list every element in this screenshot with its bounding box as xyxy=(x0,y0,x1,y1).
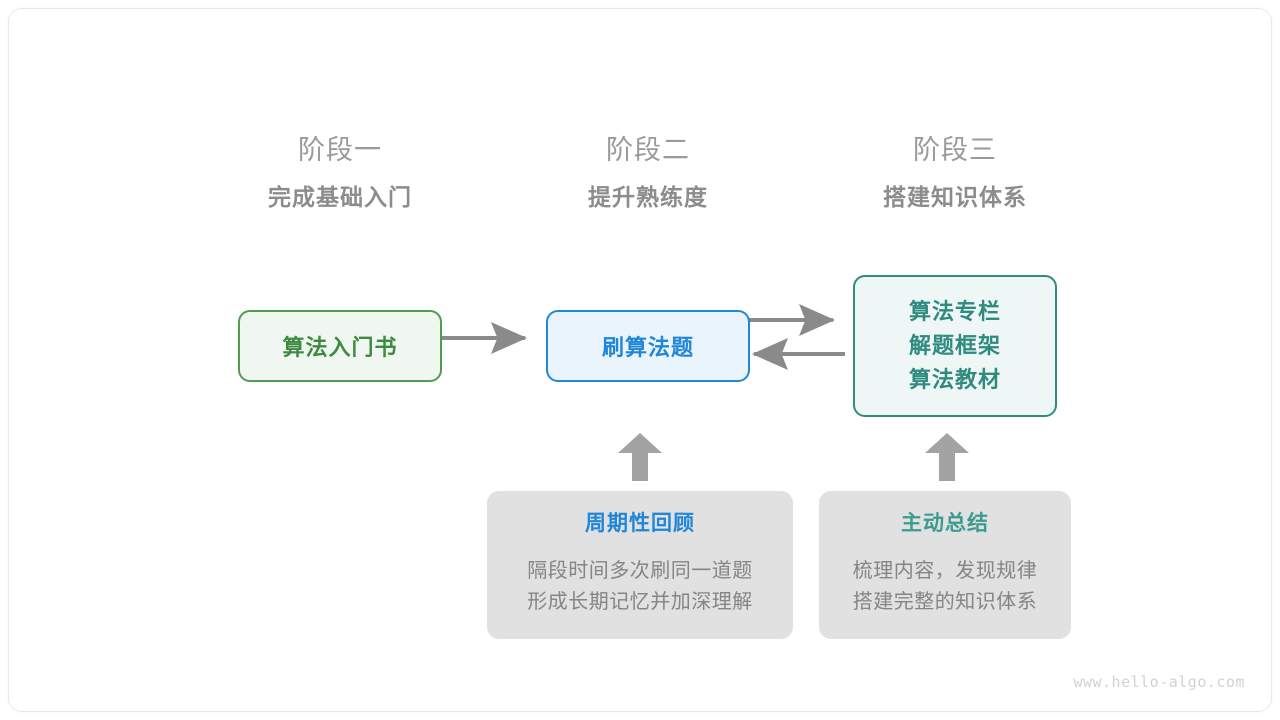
note-card-active-summary-body: 梳理内容，发现规律 搭建完整的知识体系 xyxy=(853,556,1038,618)
flow-box-intro-book[interactable]: 算法入门书 xyxy=(238,310,442,382)
watermark-url: www.hello-algo.com xyxy=(1073,673,1245,691)
flow-box-resources-line-1: 算法专栏 xyxy=(908,298,1001,324)
flow-box-practice-problems[interactable]: 刷算法题 xyxy=(546,310,750,382)
flow-box-resources-line-3: 算法教材 xyxy=(908,367,1001,393)
stage-title-1: 完成基础入门 xyxy=(268,184,412,210)
stage-header-2: 阶段二 提升熟练度 xyxy=(518,137,778,209)
flow-box-intro-book-label: 算法入门书 xyxy=(282,335,398,360)
note-card-active-summary-line-2: 搭建完整的知识体系 xyxy=(852,590,1038,613)
note-card-active-summary[interactable]: 主动总结 梳理内容，发现规律 搭建完整的知识体系 xyxy=(819,491,1071,639)
note-card-periodic-review-line-2: 形成长期记忆并加深理解 xyxy=(527,590,753,613)
note-card-periodic-review[interactable]: 周期性回顾 隔段时间多次刷同一道题 形成长期记忆并加深理解 xyxy=(487,491,793,639)
arrow-summary-to-resources xyxy=(925,433,969,481)
flow-box-resources-line-2: 解题框架 xyxy=(908,332,1001,358)
stage-header-1: 阶段一 完成基础入门 xyxy=(210,137,470,209)
stage-title-2: 提升熟练度 xyxy=(588,184,708,210)
arrow-review-to-practice xyxy=(618,433,662,481)
stage-index-2: 阶段二 xyxy=(606,135,690,165)
stage-title-3: 搭建知识体系 xyxy=(883,184,1027,210)
stage-index-1: 阶段一 xyxy=(298,135,382,165)
note-card-periodic-review-body: 隔段时间多次刷同一道题 形成长期记忆并加深理解 xyxy=(527,556,753,618)
note-card-periodic-review-line-1: 隔段时间多次刷同一道题 xyxy=(527,559,753,582)
note-card-periodic-review-title: 周期性回顾 xyxy=(585,511,695,535)
flow-box-resources[interactable]: 算法专栏 解题框架 算法教材 xyxy=(853,275,1057,417)
stage-header-3: 阶段三 搭建知识体系 xyxy=(825,137,1085,209)
stage-index-3: 阶段三 xyxy=(913,135,997,165)
flow-box-practice-problems-label: 刷算法题 xyxy=(601,335,694,360)
note-card-active-summary-line-1: 梳理内容，发现规律 xyxy=(852,559,1038,582)
diagram-canvas: 阶段一 完成基础入门 阶段二 提升熟练度 阶段三 搭建知识体系 算 xyxy=(8,8,1272,712)
note-card-active-summary-title: 主动总结 xyxy=(901,511,989,535)
